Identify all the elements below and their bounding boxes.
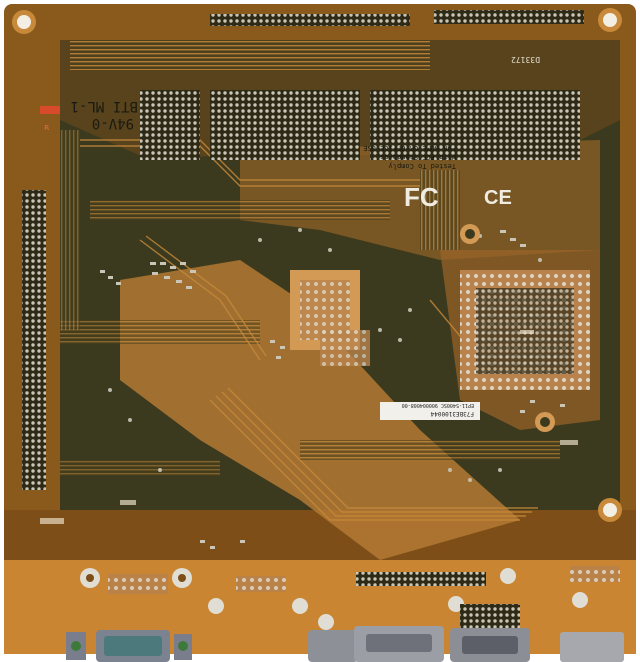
southbridge-pad-area [320,330,370,366]
ul-rating-text: 94V-0 [92,115,134,131]
io-mount-pads [80,568,588,630]
fcc-text-line-2: With FCC Standards [380,153,456,161]
serial-label: F73BE3100044 EP11-5400SC 900004008-00 [380,402,480,420]
fcc-text-line-3: FOR HOME OR OFFICE USE [363,144,456,152]
board-id-text: D33172 [511,55,540,64]
memory-slot-pads-left [140,90,200,160]
memory-slot-pads-right [370,90,580,160]
part-number-text: BTI ML-1 [71,98,138,114]
top-right-pin-header [434,10,584,24]
smd-cluster [100,230,565,549]
fcc-text-line-1: Tested To Comply [389,162,456,170]
recycle-logo: ʀ [40,106,60,133]
trace-bundle [70,40,430,70]
label-serial-line: F73BE3100044 [430,410,474,417]
top-pin-header [210,14,410,26]
svg-text:ʀ: ʀ [44,123,50,133]
bottom-pin-header [356,572,486,586]
memory-slot-pads-mid [210,90,360,160]
mounting-hole [460,224,555,432]
ce-mark: CE [484,187,512,209]
left-edge-pin-header [22,190,46,490]
fcc-logo: FC [404,182,439,212]
io-connectors [66,626,624,662]
label-model-line: EP11-5400SC 900004008-00 [402,402,474,408]
